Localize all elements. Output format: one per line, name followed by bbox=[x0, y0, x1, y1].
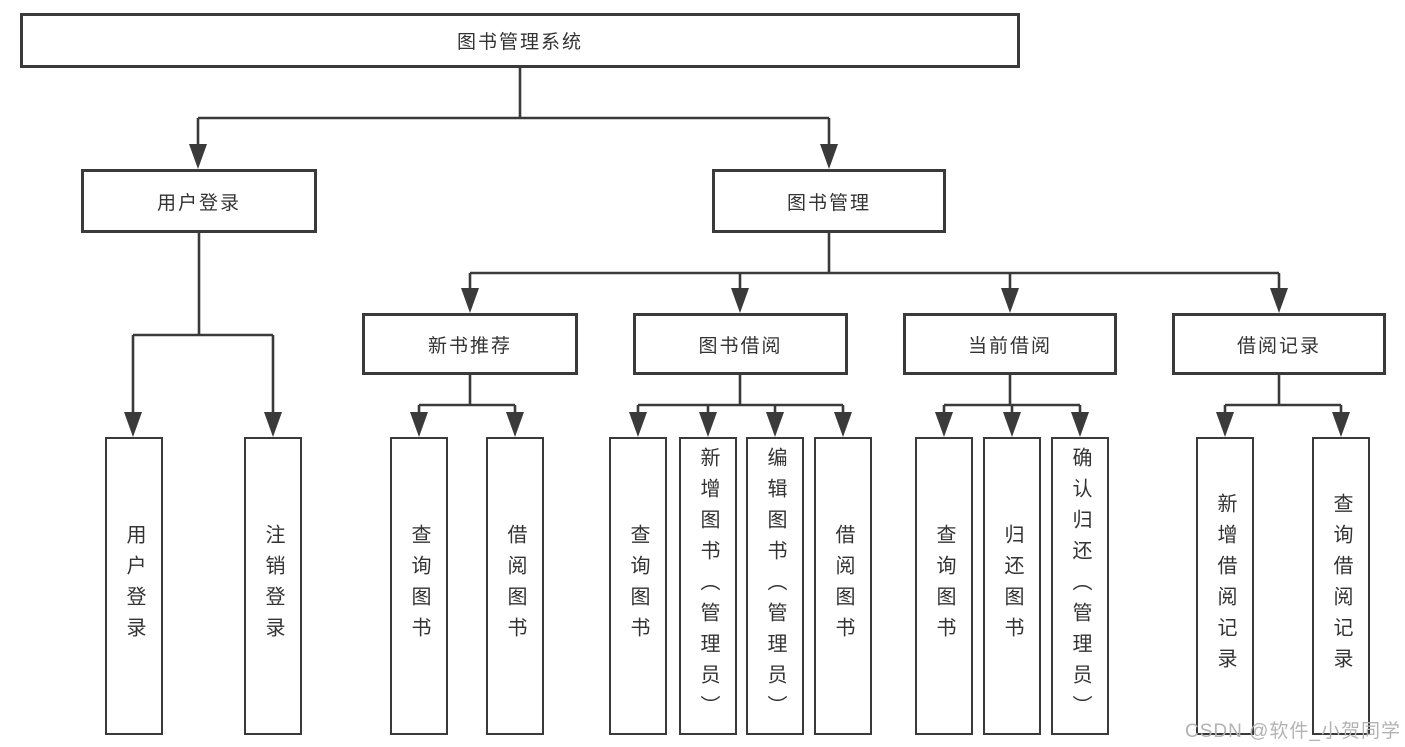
leaf-return-books-label: 归还图书 bbox=[1001, 524, 1023, 648]
leaf-return-books: 归还图书 bbox=[983, 437, 1041, 735]
leaf-user-login-label: 用户登录 bbox=[123, 524, 145, 648]
leaf-borrow-books-recommend: 借阅图书 bbox=[486, 437, 544, 735]
leaf-edit-books-admin: 编辑图书（管理员） bbox=[746, 437, 804, 735]
node-book-management: 图书管理 bbox=[712, 169, 946, 233]
leaf-add-books-admin-label: 新增图书（管理员） bbox=[697, 446, 719, 726]
leaf-query-books-recommend: 查询图书 bbox=[390, 437, 448, 735]
leaf-logout-login: 注销登录 bbox=[244, 437, 302, 735]
leaf-logout-login-label: 注销登录 bbox=[262, 524, 284, 648]
leaf-query-books-recommend-label: 查询图书 bbox=[408, 524, 430, 648]
arrowheads bbox=[124, 144, 1350, 437]
leaf-borrow-books-recommend-label: 借阅图书 bbox=[504, 524, 526, 648]
node-new-book-recommendation: 新书推荐 bbox=[362, 313, 578, 375]
node-current-borrowing: 当前借阅 bbox=[903, 313, 1117, 375]
leaf-confirm-return-admin-label: 确认归还（管理员） bbox=[1069, 446, 1091, 726]
node-book-borrowing: 图书借阅 bbox=[633, 313, 848, 375]
leaf-query-borrow-record: 查询借阅记录 bbox=[1312, 437, 1370, 735]
node-library-management-system: 图书管理系统 bbox=[20, 13, 1020, 68]
leaf-user-login: 用户登录 bbox=[105, 437, 163, 735]
leaf-edit-books-admin-label: 编辑图书（管理员） bbox=[764, 446, 786, 726]
leaf-query-books-borrowing-label: 查询图书 bbox=[627, 524, 649, 648]
csdn-watermark: CSDN @软件_小贺同学 bbox=[1185, 721, 1401, 742]
leaf-confirm-return-admin: 确认归还（管理员） bbox=[1051, 437, 1109, 735]
leaf-add-borrow-record-label: 新增借阅记录 bbox=[1214, 493, 1236, 679]
leaf-borrow-books-borrowing-label: 借阅图书 bbox=[832, 524, 854, 648]
node-user-login: 用户登录 bbox=[81, 169, 317, 233]
node-borrow-records: 借阅记录 bbox=[1172, 313, 1386, 375]
leaf-add-books-admin: 新增图书（管理员） bbox=[679, 437, 737, 735]
leaf-borrow-books-borrowing: 借阅图书 bbox=[814, 437, 872, 735]
leaf-query-books-borrowing: 查询图书 bbox=[609, 437, 667, 735]
leaf-query-books-current-label: 查询图书 bbox=[933, 524, 955, 648]
leaf-query-books-current: 查询图书 bbox=[915, 437, 973, 735]
leaf-query-borrow-record-label: 查询借阅记录 bbox=[1330, 493, 1352, 679]
leaf-add-borrow-record: 新增借阅记录 bbox=[1196, 437, 1254, 735]
